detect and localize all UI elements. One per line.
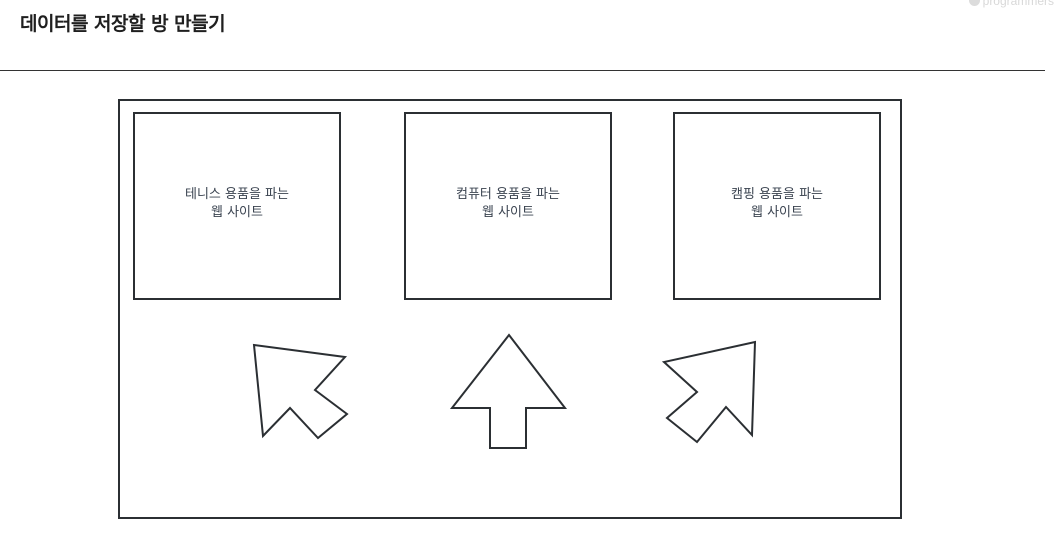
header-divider	[0, 70, 1045, 71]
camping-website-label: 캠핑 용품을 파는 웹 사이트	[731, 187, 823, 220]
tennis-website-box: 테니스 용품을 파는 웹 사이트	[133, 112, 341, 300]
page-title: 데이터를 저장할 방 만들기	[20, 13, 226, 35]
programmers-logo-icon	[968, 0, 980, 6]
arrow-up-icon	[449, 333, 568, 449]
tennis-website-label: 테니스 용품을 파는 웹 사이트	[185, 187, 289, 220]
camping-website-box: 캠핑 용품을 파는 웹 사이트	[673, 112, 881, 300]
computer-website-label: 컴퓨터 용품을 파는 웹 사이트	[456, 187, 560, 220]
programmers-watermark: programmers	[968, 0, 1054, 8]
computer-website-box: 컴퓨터 용품을 파는 웹 사이트	[404, 112, 612, 300]
watermark-text: programmers	[982, 0, 1054, 8]
arrow-up-right-icon	[661, 340, 757, 444]
arrow-up-left-icon	[252, 343, 349, 440]
database-room-frame	[118, 99, 902, 519]
